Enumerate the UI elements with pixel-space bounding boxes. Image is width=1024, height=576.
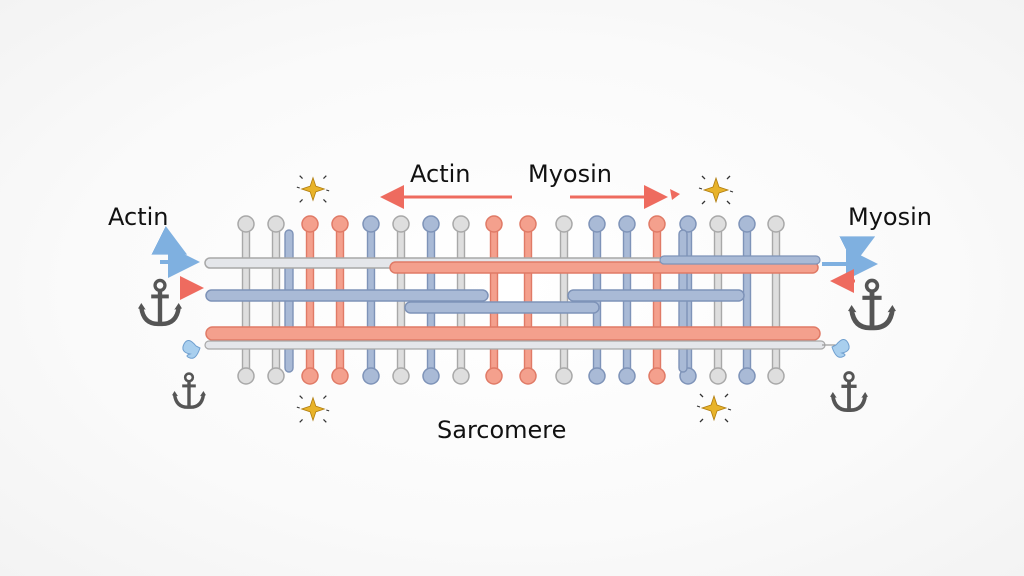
- horizontal-filaments: [204, 255, 826, 350]
- label-top-actin: Actin: [410, 160, 471, 188]
- filament-top-blue-right: [659, 255, 821, 265]
- right-arrows: [822, 236, 878, 358]
- label-right-myosin: Myosin: [848, 203, 932, 231]
- filament-mid-blue-left: [205, 289, 489, 302]
- filament-mid-blue-right: [567, 289, 745, 302]
- spark-icon: [696, 393, 732, 423]
- arrow-red-small-icon: [670, 189, 680, 200]
- arrow-blue-icon: [839, 236, 876, 266]
- vertical-rod: [485, 215, 503, 385]
- top-arrows: [380, 185, 680, 209]
- filament-mid-blue-center: [404, 301, 600, 314]
- filament-top-pink: [389, 261, 819, 274]
- anchor-icon: [830, 370, 868, 413]
- vertical-rod: [767, 215, 785, 385]
- spark-icon: [698, 175, 734, 205]
- label-top-myosin: Myosin: [528, 160, 612, 188]
- spark-icon: [296, 175, 330, 203]
- label-sarcomere: Sarcomere: [437, 416, 567, 444]
- anchor-icon: [848, 280, 896, 327]
- filament-bottom-gray: [204, 340, 826, 350]
- label-left-actin: Actin: [108, 203, 169, 231]
- heart-blue-icon: [831, 339, 850, 358]
- filament-lower-pink: [205, 326, 821, 341]
- vertical-rod: [519, 215, 537, 385]
- anchor-icon: [172, 371, 206, 410]
- arrow-blue-icon: [151, 225, 188, 255]
- left-arrows: [151, 225, 204, 359]
- anchor-icon: [138, 280, 182, 324]
- heart-blue-icon: [182, 340, 201, 359]
- spark-icon: [296, 395, 330, 423]
